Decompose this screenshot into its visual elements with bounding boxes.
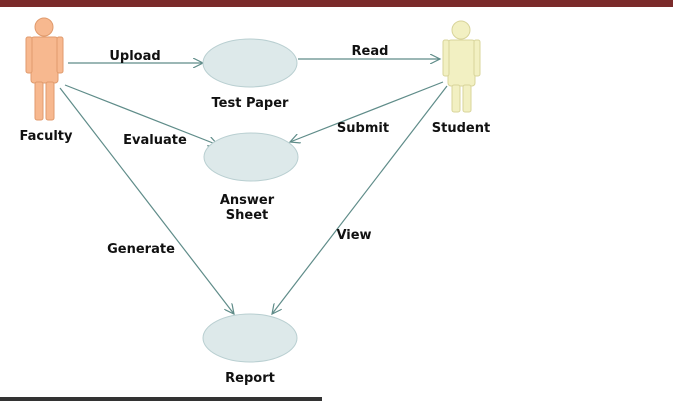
- faculty-label: Faculty: [20, 129, 74, 144]
- connectors: [59, 59, 448, 314]
- submit-connector: [290, 81, 444, 142]
- generate-label: Generate: [107, 242, 175, 257]
- student-figure-icon: [442, 20, 481, 113]
- answer-sheet-label-line1: Answer: [220, 193, 275, 208]
- upload-label: Upload: [109, 49, 160, 64]
- bottom-rule: [0, 397, 322, 401]
- answer-sheet-label-line2: Sheet: [226, 208, 268, 223]
- student-label: Student: [432, 121, 490, 136]
- use-case-answer-sheet: [203, 132, 299, 182]
- view-label: View: [336, 228, 371, 243]
- generate-connector: [59, 87, 234, 314]
- evaluate-label: Evaluate: [123, 133, 187, 148]
- faculty-figure-icon: [25, 17, 64, 121]
- labels: Faculty Student Test Paper Answer Sheet …: [20, 44, 491, 386]
- use-case-report: [202, 313, 298, 363]
- top-rule: [0, 0, 673, 7]
- report-label: Report: [225, 371, 275, 386]
- test-paper-label: Test Paper: [212, 96, 290, 111]
- actor-student: [442, 20, 481, 113]
- submit-label: Submit: [337, 121, 389, 136]
- actor-faculty: [25, 17, 64, 121]
- read-label: Read: [352, 44, 389, 59]
- use-cases: [202, 38, 299, 363]
- evaluate-connector: [64, 84, 218, 145]
- use-case-test-paper: [202, 38, 298, 88]
- view-connector: [272, 85, 448, 314]
